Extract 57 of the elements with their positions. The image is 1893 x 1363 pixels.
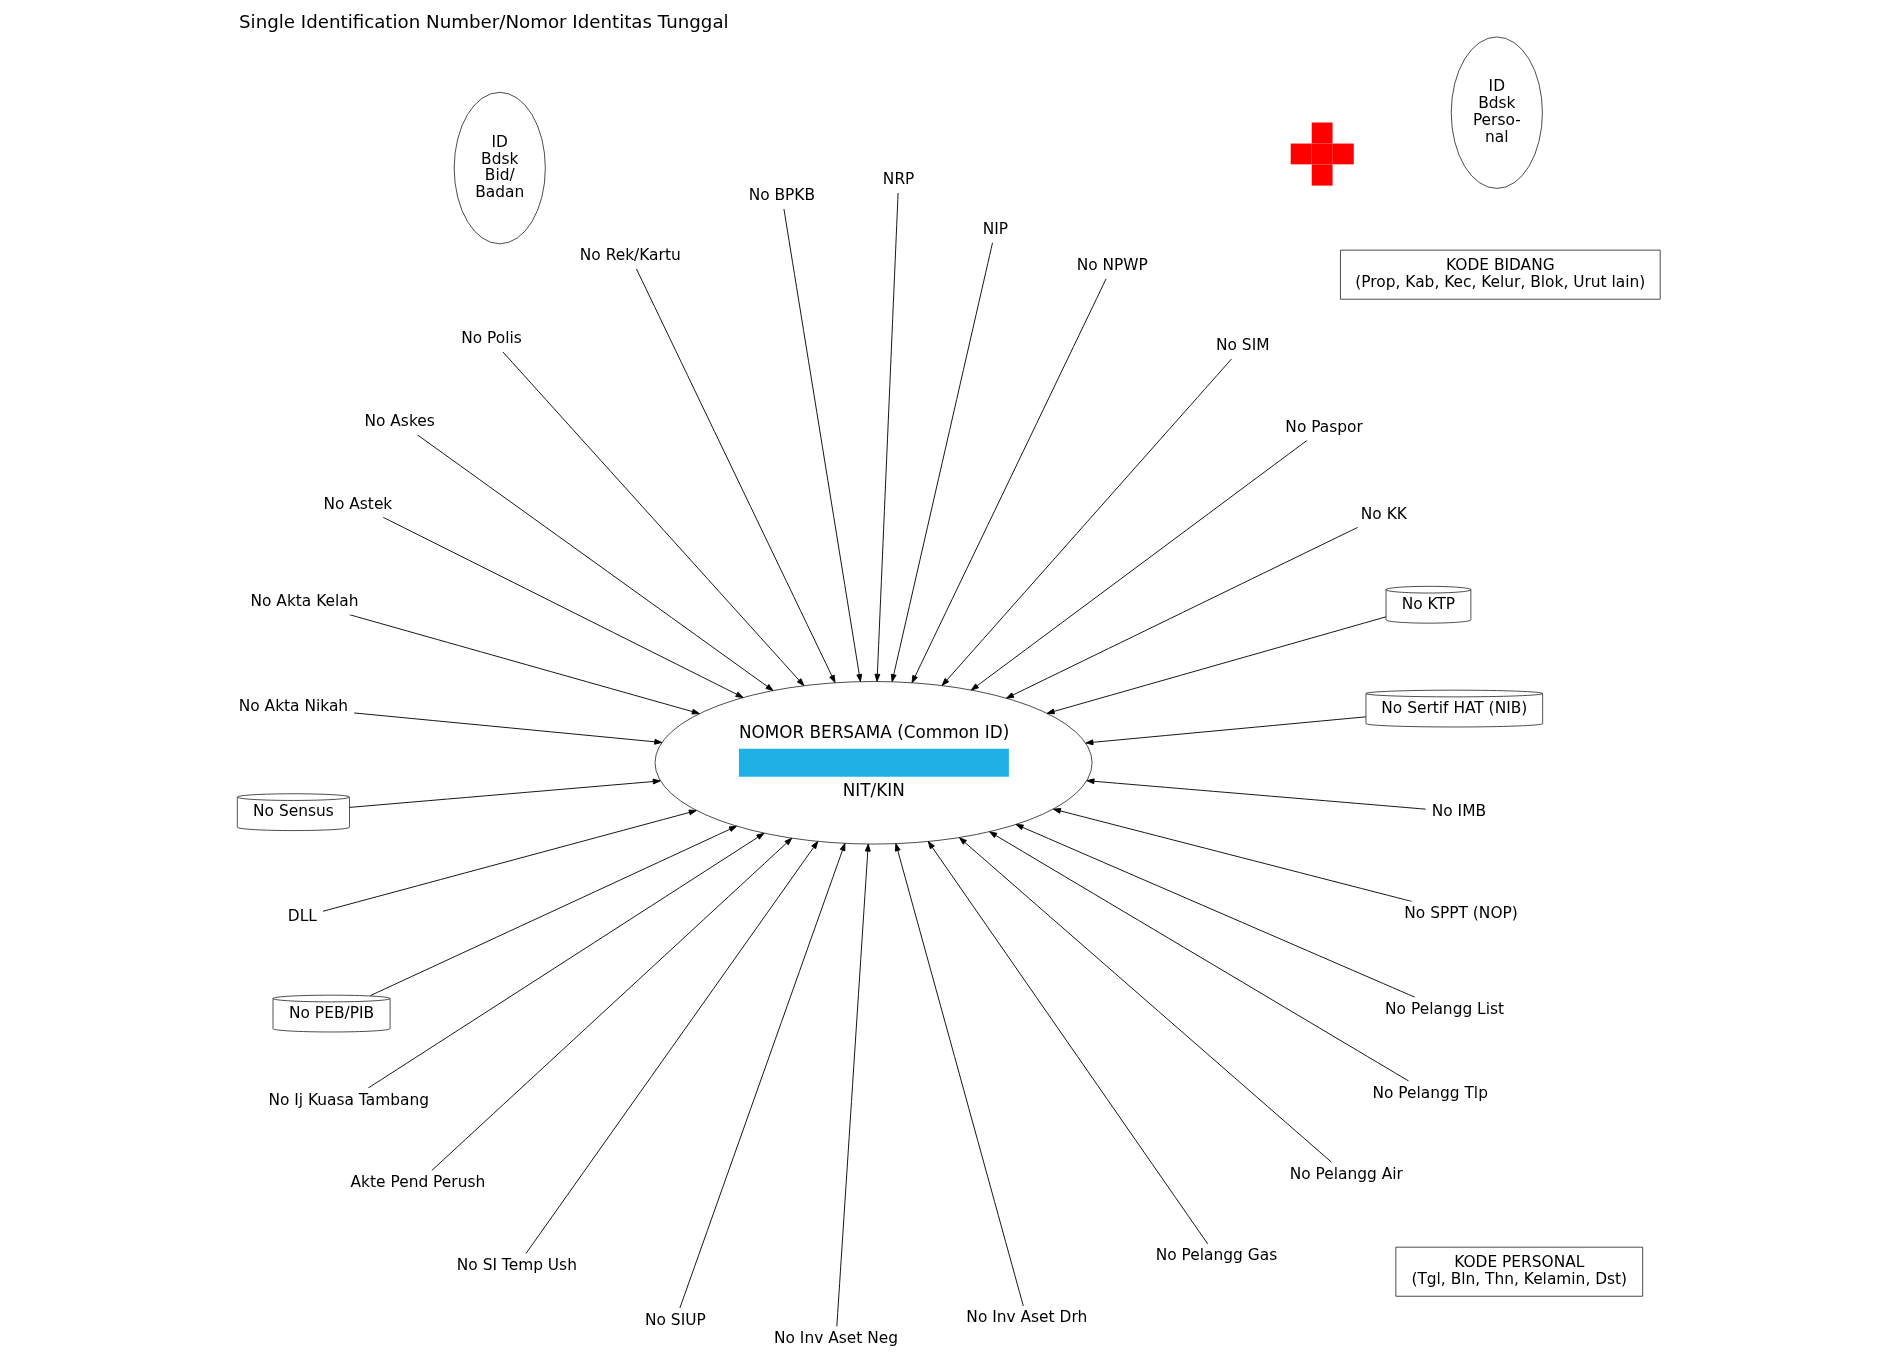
node-text: No Akta Nikah [238,697,349,716]
arrow [353,712,663,745]
arrow [349,778,661,808]
arrow [894,843,1024,1307]
arrow [322,809,697,912]
node-ellipse: ID Bdsk Bid/ Badan [453,92,546,245]
node-box: KODE PERSONAL (Tgl, Bln, Thn, Kelamin, Dst) [1395,1246,1643,1297]
node-text: Akte Pend Perush [350,1173,486,1192]
node-text: No Inv Aset Neg [774,1329,898,1348]
arrow [502,351,805,686]
node-text: No SIM [1216,336,1270,355]
arrow [1046,616,1387,715]
node-text: No Astek [323,494,393,513]
node-text: No Paspor [1285,417,1363,436]
arrow [927,841,1209,1245]
arrow [1015,824,1416,998]
node-text: No Ij Kuasa Tambang [268,1090,429,1109]
node-text: NIP [982,219,1009,238]
node-text: No Polis [461,329,522,348]
node-text: No Akta Kelah [250,591,359,610]
node-box: KODE BIDANG (Prop, Kab, Kec, Kelur, Blok, Urut lain) [1340,249,1661,300]
node-text: No Askes [364,412,435,431]
node-text: No IMB [1431,801,1487,820]
arrow [367,832,765,1089]
node-text: No Pelangg Air [1289,1165,1403,1184]
node-text: No Pelangg Tlp [1372,1083,1488,1102]
arrow [370,825,737,996]
node-text: No SIUP [645,1310,706,1329]
node-text: No BPKB [748,186,816,205]
node-text: No Rek/Kartu [579,246,681,264]
arrow [989,831,1410,1082]
arrow [890,242,993,683]
node-text: No NPWP [1076,255,1148,274]
node-text: No Pelangg Gas [1155,1246,1278,1265]
node-text: No KK [1360,504,1407,523]
arrow [635,268,836,683]
arrow [1085,716,1367,746]
node-text: No SI Temp Ush [456,1256,577,1275]
arrow [783,208,863,682]
arrow [416,434,774,691]
node-text: No Inv Aset Drh [966,1308,1088,1327]
node-ellipse: ID Bdsk Perso- nal [1450,36,1543,189]
arrow [959,837,1333,1163]
arrow [911,278,1107,684]
arrow [941,358,1232,686]
arrow [836,843,871,1327]
arrow [525,841,819,1255]
node-text: No SPPT (NOP) [1404,904,1518,923]
node-text: DLL [287,906,317,925]
node-text: No Pelangg List [1385,1000,1505,1018]
arrow [1086,778,1427,810]
arrow [874,192,899,682]
arrow [679,843,846,1309]
arrow [431,837,793,1171]
diagram-title: Single Identification Number/Nomor Identitas Tunggal [239,11,729,33]
arrow [970,439,1308,691]
node-text: NRP [882,170,915,189]
